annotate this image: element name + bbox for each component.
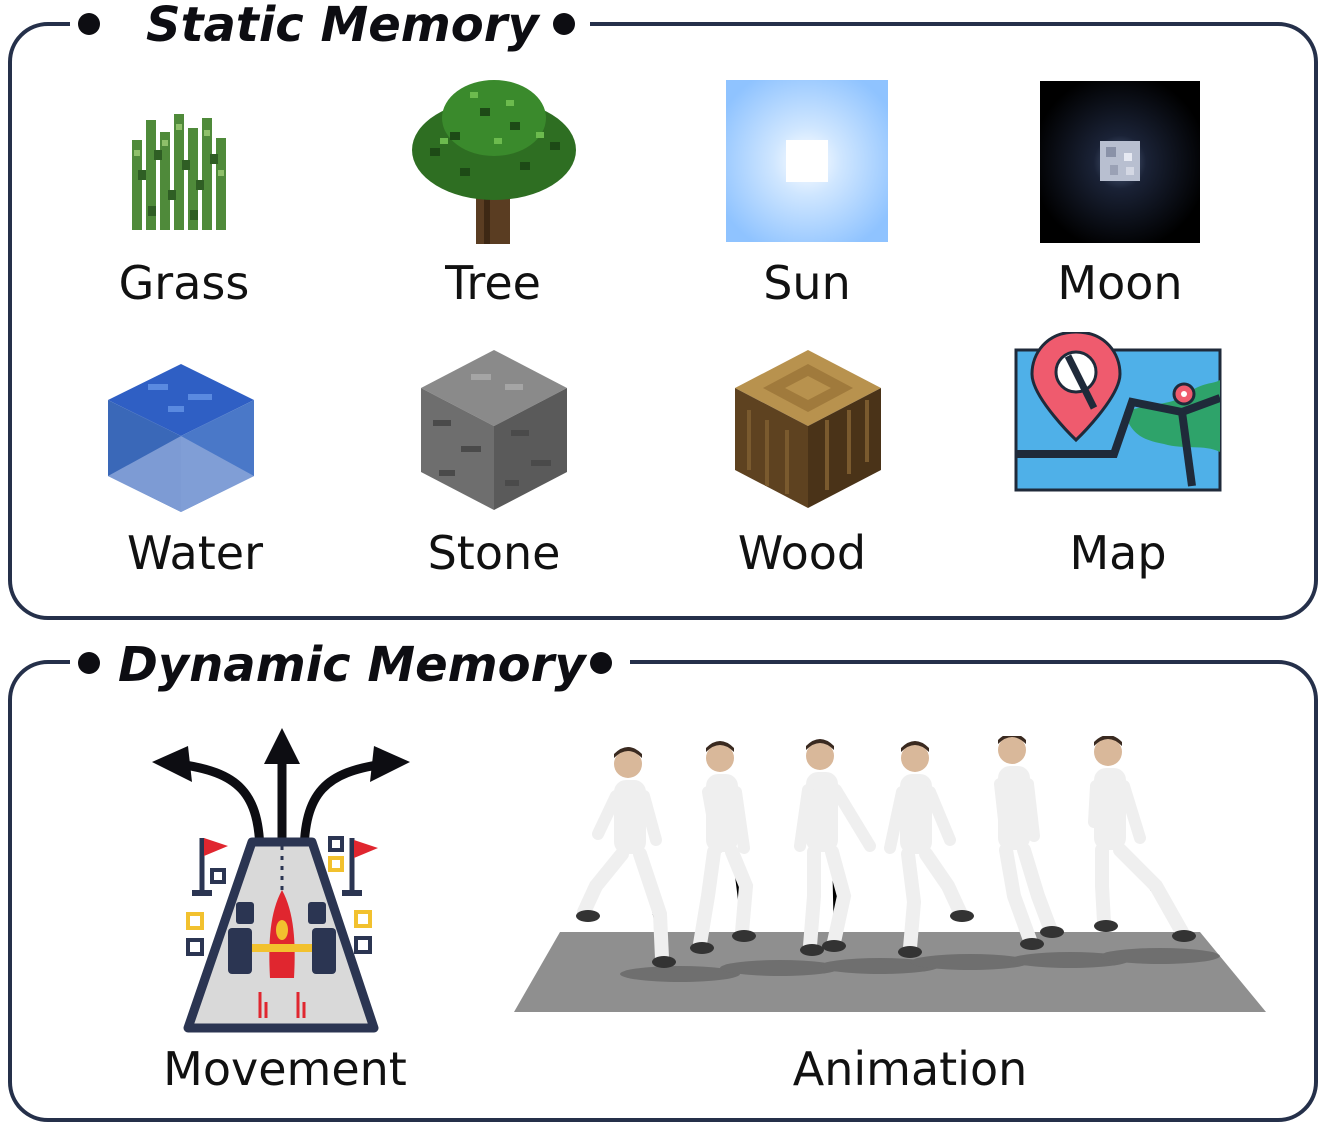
tree-icon	[410, 78, 578, 244]
sun-icon	[726, 80, 888, 242]
race-track-arrows-icon	[148, 722, 414, 1034]
dynamic-title-mask	[70, 638, 630, 682]
animation-label: Animation	[792, 1042, 1028, 1096]
wood-block-icon	[735, 350, 881, 508]
map-pin-icon	[1014, 332, 1222, 492]
moon-icon	[1040, 81, 1200, 243]
static-title-left-dot	[78, 13, 100, 35]
tree-label: Tree	[445, 256, 541, 310]
dynamic-title-right-dot	[590, 652, 612, 674]
dynamic-title-left-dot	[78, 652, 100, 674]
sun-label: Sun	[763, 256, 851, 310]
walking-figure	[576, 747, 676, 968]
water-block-icon	[108, 364, 254, 512]
static-title-right-dot	[553, 13, 575, 35]
stone-label: Stone	[427, 526, 561, 580]
wood-label: Wood	[737, 526, 867, 580]
dynamic-memory-panel	[8, 660, 1318, 1122]
grass-block-icon	[128, 110, 234, 232]
static-title-mask	[70, 0, 590, 44]
human-walking-sequence-icon	[510, 736, 1270, 1016]
static-memory-title: Static Memory	[146, 0, 539, 53]
moon-label: Moon	[1057, 256, 1183, 310]
water-label: Water	[127, 526, 263, 580]
dynamic-memory-title: Dynamic Memory	[118, 637, 586, 693]
movement-label: Movement	[163, 1042, 407, 1096]
static-memory-panel	[8, 22, 1318, 620]
grass-label: Grass	[118, 256, 250, 310]
stone-block-icon	[421, 350, 567, 510]
map-label: Map	[1069, 526, 1167, 580]
